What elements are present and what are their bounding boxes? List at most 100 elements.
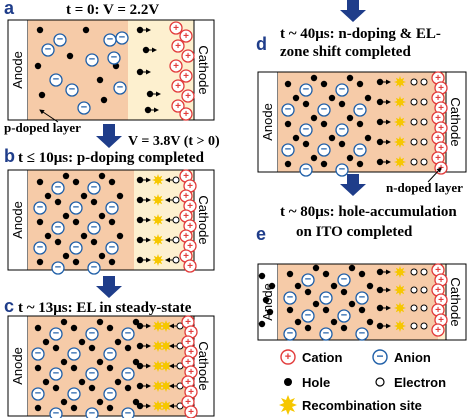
recombination-star <box>160 380 172 392</box>
anion: − <box>31 347 45 361</box>
hole <box>34 364 42 372</box>
panel-d-note: n-doped layer <box>386 180 463 195</box>
svg-text:+: + <box>188 347 194 358</box>
anion: − <box>67 387 81 401</box>
hole <box>36 178 44 186</box>
recombination-star <box>160 400 172 412</box>
hole <box>266 308 274 316</box>
anion: − <box>337 273 351 287</box>
svg-text:+: + <box>187 181 193 192</box>
hole <box>132 358 140 366</box>
anion: − <box>355 327 369 341</box>
svg-text:+: + <box>185 377 191 388</box>
svg-text:−: − <box>89 368 95 380</box>
electron <box>410 138 418 146</box>
panel-c: c t ~ 13μs: EL in steady-state Anode Cat… <box>4 296 215 418</box>
legend-anion: − Anion <box>372 349 431 365</box>
anion: − <box>121 367 135 381</box>
svg-text:−: − <box>111 52 117 64</box>
svg-text:−: − <box>303 124 309 136</box>
cation: + <box>431 71 445 85</box>
hole <box>100 96 108 104</box>
panel-b-particles: −−−−−−−−−−−−++++++++++ <box>33 169 197 275</box>
hole <box>358 306 366 314</box>
svg-text:+: + <box>183 191 189 202</box>
svg-text:−: − <box>37 242 43 254</box>
hole <box>294 318 302 326</box>
svg-text:+: + <box>438 315 444 326</box>
hole <box>96 318 104 326</box>
svg-text:+: + <box>173 61 179 72</box>
svg-text:+: + <box>185 51 191 62</box>
hole <box>124 344 132 352</box>
recombination-star <box>394 136 406 148</box>
hole-drift <box>376 158 391 166</box>
hole-drift <box>376 118 391 126</box>
hole <box>42 378 50 386</box>
panel-a-caption: t = 0: V = 2.2V <box>66 2 159 18</box>
hole <box>330 282 338 290</box>
svg-text:+: + <box>175 81 181 92</box>
anion: − <box>317 143 331 157</box>
panel-a-letter: a <box>4 0 15 18</box>
panel-d-caption-line2: zone shift completed <box>280 44 411 60</box>
svg-text:−: − <box>109 242 115 254</box>
hole <box>98 212 106 220</box>
anion: − <box>103 347 117 361</box>
hole <box>338 140 346 148</box>
svg-text:−: − <box>341 274 347 286</box>
hole <box>36 26 44 34</box>
anion: − <box>113 81 127 95</box>
svg-text:−: − <box>53 368 59 380</box>
svg-text:+: + <box>185 357 191 368</box>
anion: − <box>317 103 331 117</box>
svg-text:−: − <box>73 242 79 254</box>
arrow-into-d <box>340 0 366 22</box>
svg-text:+: + <box>173 23 179 34</box>
electron-drift <box>169 342 184 350</box>
svg-text:+: + <box>187 201 193 212</box>
cation: + <box>184 405 198 418</box>
recombination-star <box>152 320 164 332</box>
svg-text:−: − <box>57 34 63 46</box>
svg-text:+: + <box>438 143 444 154</box>
panel-d-letter: d <box>256 34 267 54</box>
hole <box>36 218 44 226</box>
hole <box>358 270 366 278</box>
svg-text:−: − <box>376 349 383 363</box>
svg-text:+: + <box>183 211 189 222</box>
anion: − <box>103 33 117 47</box>
svg-text:+: + <box>435 93 441 104</box>
cation: + <box>169 59 183 73</box>
hole <box>302 100 310 108</box>
panel-a-note: p-doped layer <box>4 120 81 135</box>
panel-b-caption-top: V = 3.8V (t > 0) <box>128 134 220 149</box>
electron-drift <box>165 216 180 224</box>
hole <box>66 52 74 60</box>
svg-text:−: − <box>305 310 311 322</box>
hole <box>78 338 86 346</box>
hole <box>80 192 88 200</box>
svg-text:+: + <box>187 241 193 252</box>
anion: − <box>301 273 315 287</box>
svg-text:+: + <box>438 123 444 134</box>
svg-text:+: + <box>183 231 189 242</box>
recombination-star <box>152 234 164 246</box>
cation: + <box>431 131 445 145</box>
electron <box>410 118 418 126</box>
legend-hole-label: Hole <box>302 375 330 390</box>
panel-c-cathode-label: Cathode <box>196 341 211 390</box>
hole <box>72 258 80 266</box>
panel-c-particles: −−−−−−−−−−−−−−−++++++++++ <box>31 315 198 418</box>
panel-b-device: Anode Cathode −−−−−−−−−−−−++++++++++ <box>7 169 215 275</box>
hole-drift <box>136 402 151 410</box>
svg-text:−: − <box>305 274 311 286</box>
hole <box>108 178 116 186</box>
hole <box>322 270 330 278</box>
anion: − <box>51 181 65 195</box>
hole <box>284 120 292 128</box>
hole <box>356 80 364 88</box>
hole-drift <box>376 78 391 86</box>
hole <box>106 364 114 372</box>
